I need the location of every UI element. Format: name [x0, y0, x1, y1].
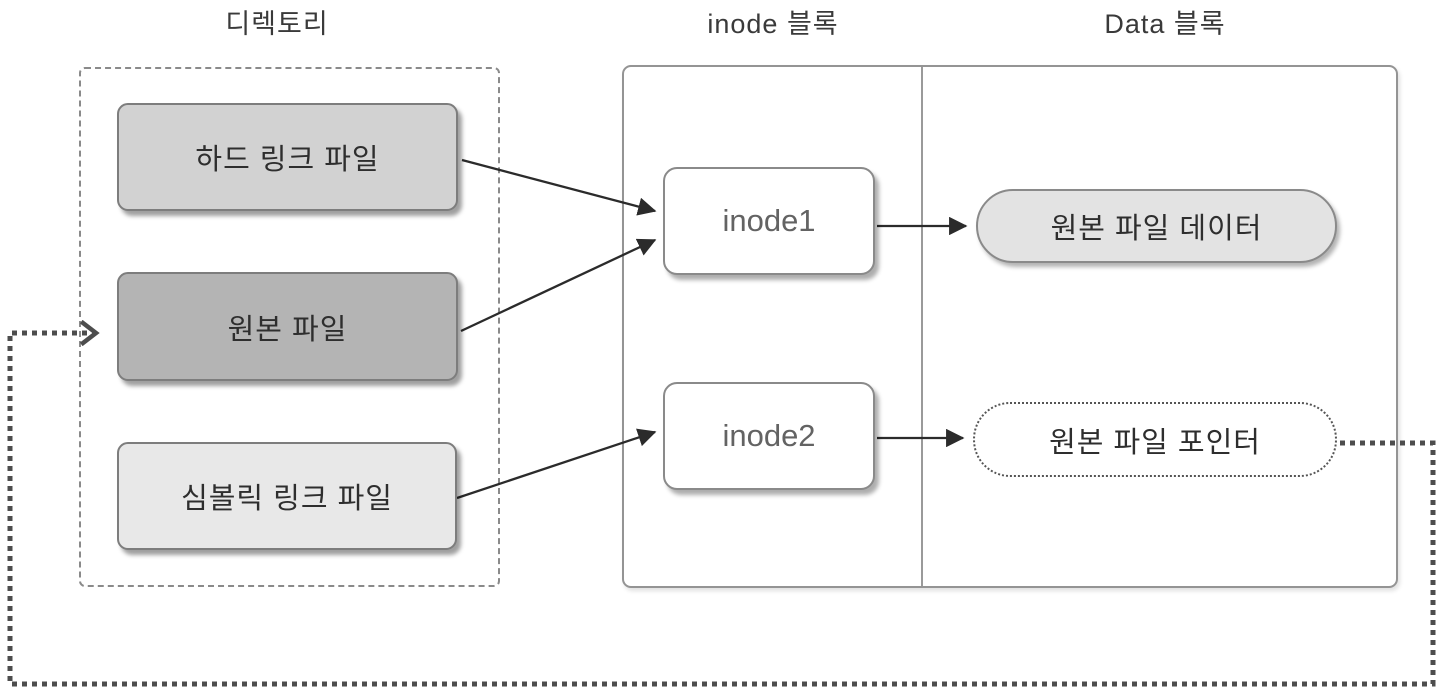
node-original-file-pointer: 원본 파일 포인터 — [973, 402, 1337, 477]
header-inode-block: inode 블록 — [707, 9, 839, 39]
node-hard-link-file: 하드 링크 파일 — [117, 103, 458, 211]
node-inode2: inode2 — [663, 382, 875, 490]
header-data-block: Data 블록 — [1104, 9, 1226, 39]
node-symbolic-link-file: 심볼릭 링크 파일 — [117, 442, 457, 550]
node-original-file-data: 원본 파일 데이터 — [976, 189, 1337, 263]
node-inode1: inode1 — [663, 167, 875, 275]
inode-data-divider-line — [921, 67, 923, 586]
header-directory: 디렉토리 — [225, 9, 329, 39]
inode-data-block-container — [622, 65, 1398, 588]
node-original-file: 원본 파일 — [117, 272, 458, 381]
